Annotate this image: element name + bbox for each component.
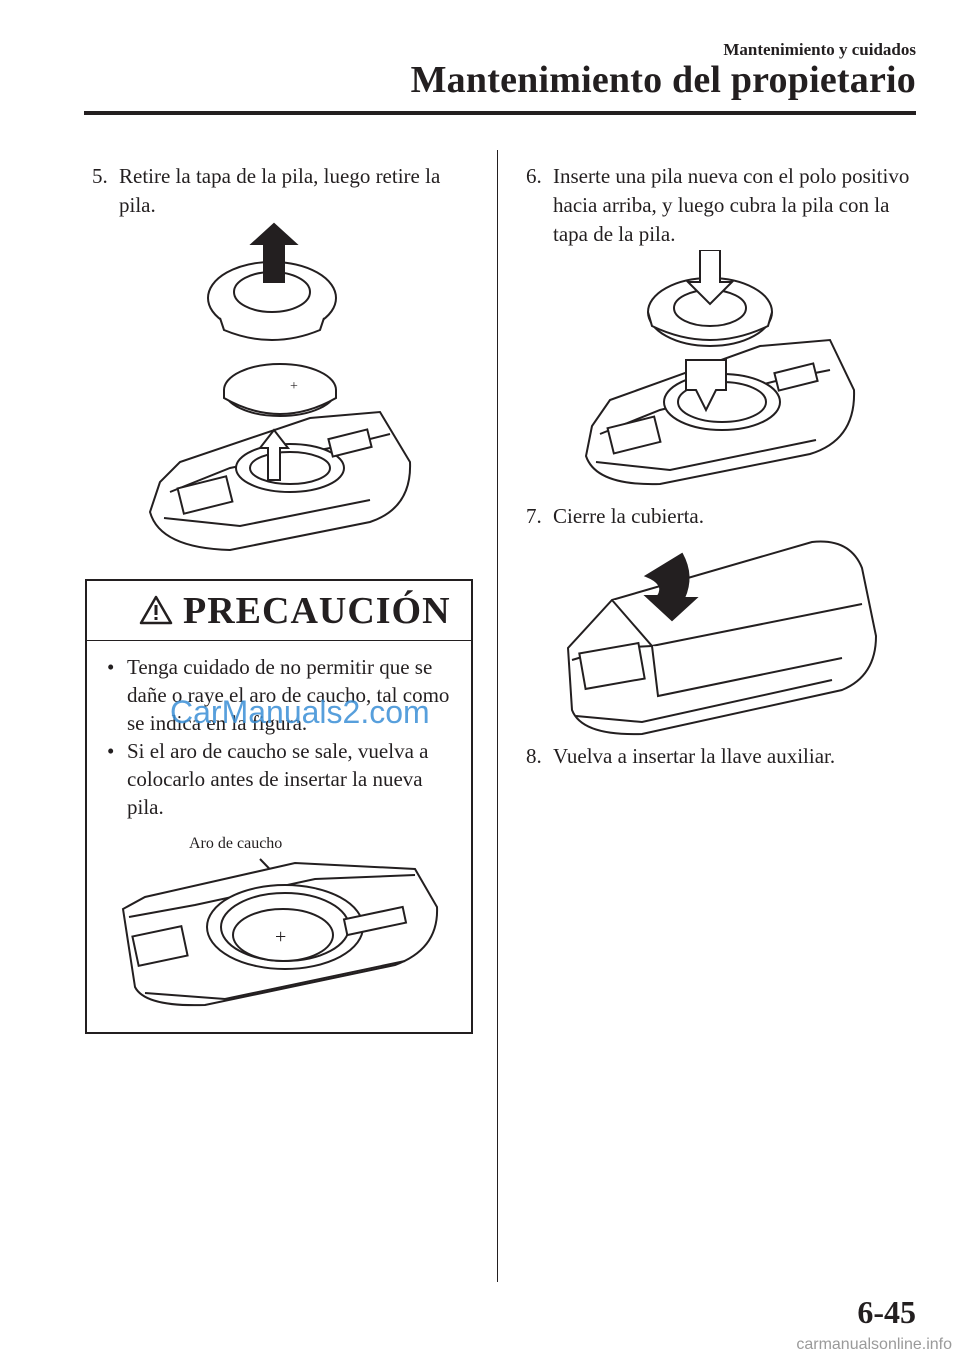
step-number: 7.: [526, 504, 542, 528]
caution-title: PRECAUCIÓN: [183, 590, 451, 632]
watermark: CarManuals2.com: [170, 694, 430, 730]
page-number: 6-45: [857, 1294, 916, 1330]
caution-item: • Si el aro de caucho se sale, vuelva a …: [107, 737, 457, 821]
header-rule: [84, 111, 916, 115]
battery-removal-illustration: +: [148, 222, 412, 552]
step-number: 8.: [526, 744, 542, 768]
footer-url: carmanualsonline.info: [796, 1336, 952, 1353]
step-number: 5.: [92, 164, 108, 188]
step-text: Cierre la cubierta.: [553, 504, 704, 528]
warning-triangle-icon: [139, 595, 173, 625]
column-divider: [497, 150, 498, 1282]
caution-box: PRECAUCIÓN • Tenga cuidado de no permiti…: [85, 579, 473, 1034]
rubber-ring-illustration: +: [121, 858, 439, 1007]
step-8: 8. Vuelva a insertar la llave auxiliar.: [526, 742, 916, 771]
close-cover-illustration: [566, 540, 878, 736]
step-5: 5. Retire la tapa de la pila, luego reti…: [92, 162, 472, 220]
step-6: 6. Inserte una pila nueva con el polo po…: [526, 162, 916, 249]
battery-insert-illustration: [584, 250, 856, 486]
step-text: Retire la tapa de la pila, luego retire …: [119, 164, 441, 217]
step-number: 6.: [526, 164, 542, 188]
figure-label: Aro de caucho: [189, 835, 283, 852]
svg-text:+: +: [290, 379, 298, 394]
section-label: Mantenimiento y cuidados: [723, 40, 916, 59]
step-7: 7. Cierre la cubierta.: [526, 502, 916, 531]
caution-item-text: Tenga cuidado de no permitir que se dañe…: [127, 655, 450, 735]
caution-header: PRECAUCIÓN: [87, 581, 471, 641]
caution-list: • Tenga cuidado de no permitir que se da…: [107, 653, 457, 821]
bullet-glyph: •: [107, 739, 115, 763]
bullet-glyph: •: [107, 655, 115, 679]
svg-text:+: +: [275, 926, 286, 948]
step-text: Vuelva a insertar la llave auxiliar.: [553, 744, 836, 768]
caution-item-text: Si el aro de caucho se sale, vuelva a co…: [127, 739, 429, 819]
chapter-title: Mantenimiento del propietario: [410, 59, 916, 101]
step-text: Inserte una pila nueva con el polo posit…: [553, 164, 910, 246]
caution-item: • Tenga cuidado de no permitir que se da…: [107, 653, 457, 737]
